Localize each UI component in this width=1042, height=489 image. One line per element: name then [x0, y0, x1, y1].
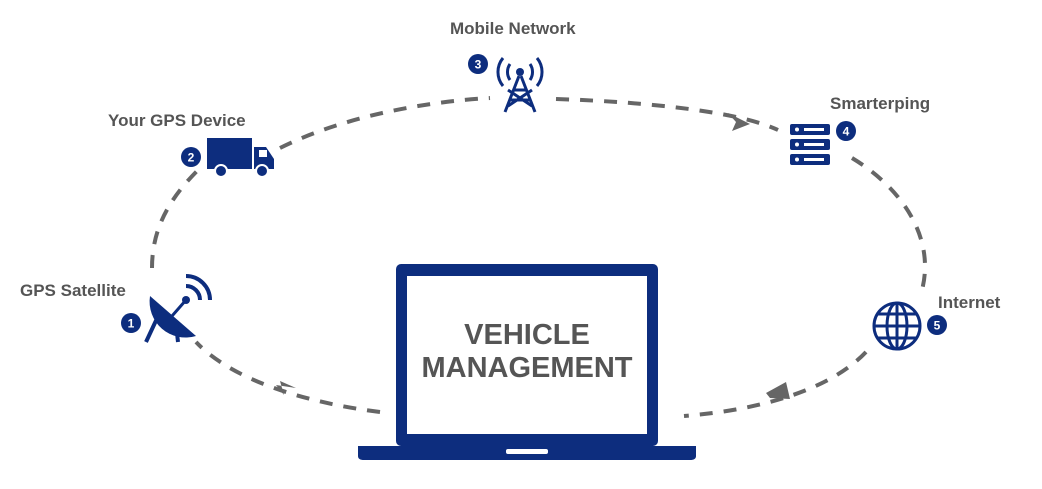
step-3-badge: [468, 54, 488, 74]
arrow-head-down-left: [766, 382, 790, 399]
truck-icon: [207, 138, 274, 178]
path-segment-server-to-globe: [850, 156, 927, 291]
path-segment-tower-to-server: [555, 97, 779, 132]
step-5-badge: [927, 315, 947, 335]
step-2-number: 2: [188, 151, 195, 165]
step-2-label: Your GPS Device: [108, 111, 246, 130]
step-5-number: 5: [934, 319, 941, 333]
laptop-title-line2: MANAGEMENT: [421, 352, 632, 384]
step-2-badge: [181, 147, 201, 167]
step-mobile-network: 3 Mobile Network: [450, 19, 576, 113]
path-segment-satellite-to-device: [150, 168, 200, 269]
step-3-number: 3: [475, 58, 482, 72]
step-1-badge: [121, 313, 141, 333]
globe-icon: [872, 301, 922, 351]
laptop: VEHICLE MANAGEMENT: [358, 264, 696, 460]
flow-arrows: [276, 113, 790, 399]
arrow-head-up-left: [276, 381, 296, 395]
step-internet: 5 Internet: [872, 293, 1001, 351]
step-4-badge: [836, 121, 856, 141]
step-4-label: Smarterping: [830, 94, 930, 113]
step-gps-satellite: 1 GPS Satellite: [20, 274, 212, 343]
laptop-trackpad-notch: [506, 449, 548, 454]
satellite-dish-icon: [144, 274, 212, 343]
laptop-title-line1: VEHICLE: [464, 319, 590, 351]
step-smarterping: 4 Smarterping: [790, 94, 930, 165]
step-1-number: 1: [128, 317, 135, 331]
laptop-screen: [407, 276, 647, 434]
path-segment-globe-to-laptop: [683, 350, 868, 418]
path-segment-device-to-tower: [279, 96, 491, 150]
arrow-head-right: [728, 113, 750, 131]
step-4-number: 4: [843, 125, 850, 139]
step-3-label: Mobile Network: [450, 19, 576, 38]
step-1-label: GPS Satellite: [20, 281, 126, 300]
cell-tower-icon: [496, 57, 544, 113]
step-gps-device: 2 Your GPS Device: [108, 111, 274, 178]
step-5-label: Internet: [938, 293, 1001, 312]
flow-path: [150, 96, 927, 418]
server-icon: [790, 124, 830, 165]
path-segment-laptop-to-satellite: [194, 340, 381, 414]
